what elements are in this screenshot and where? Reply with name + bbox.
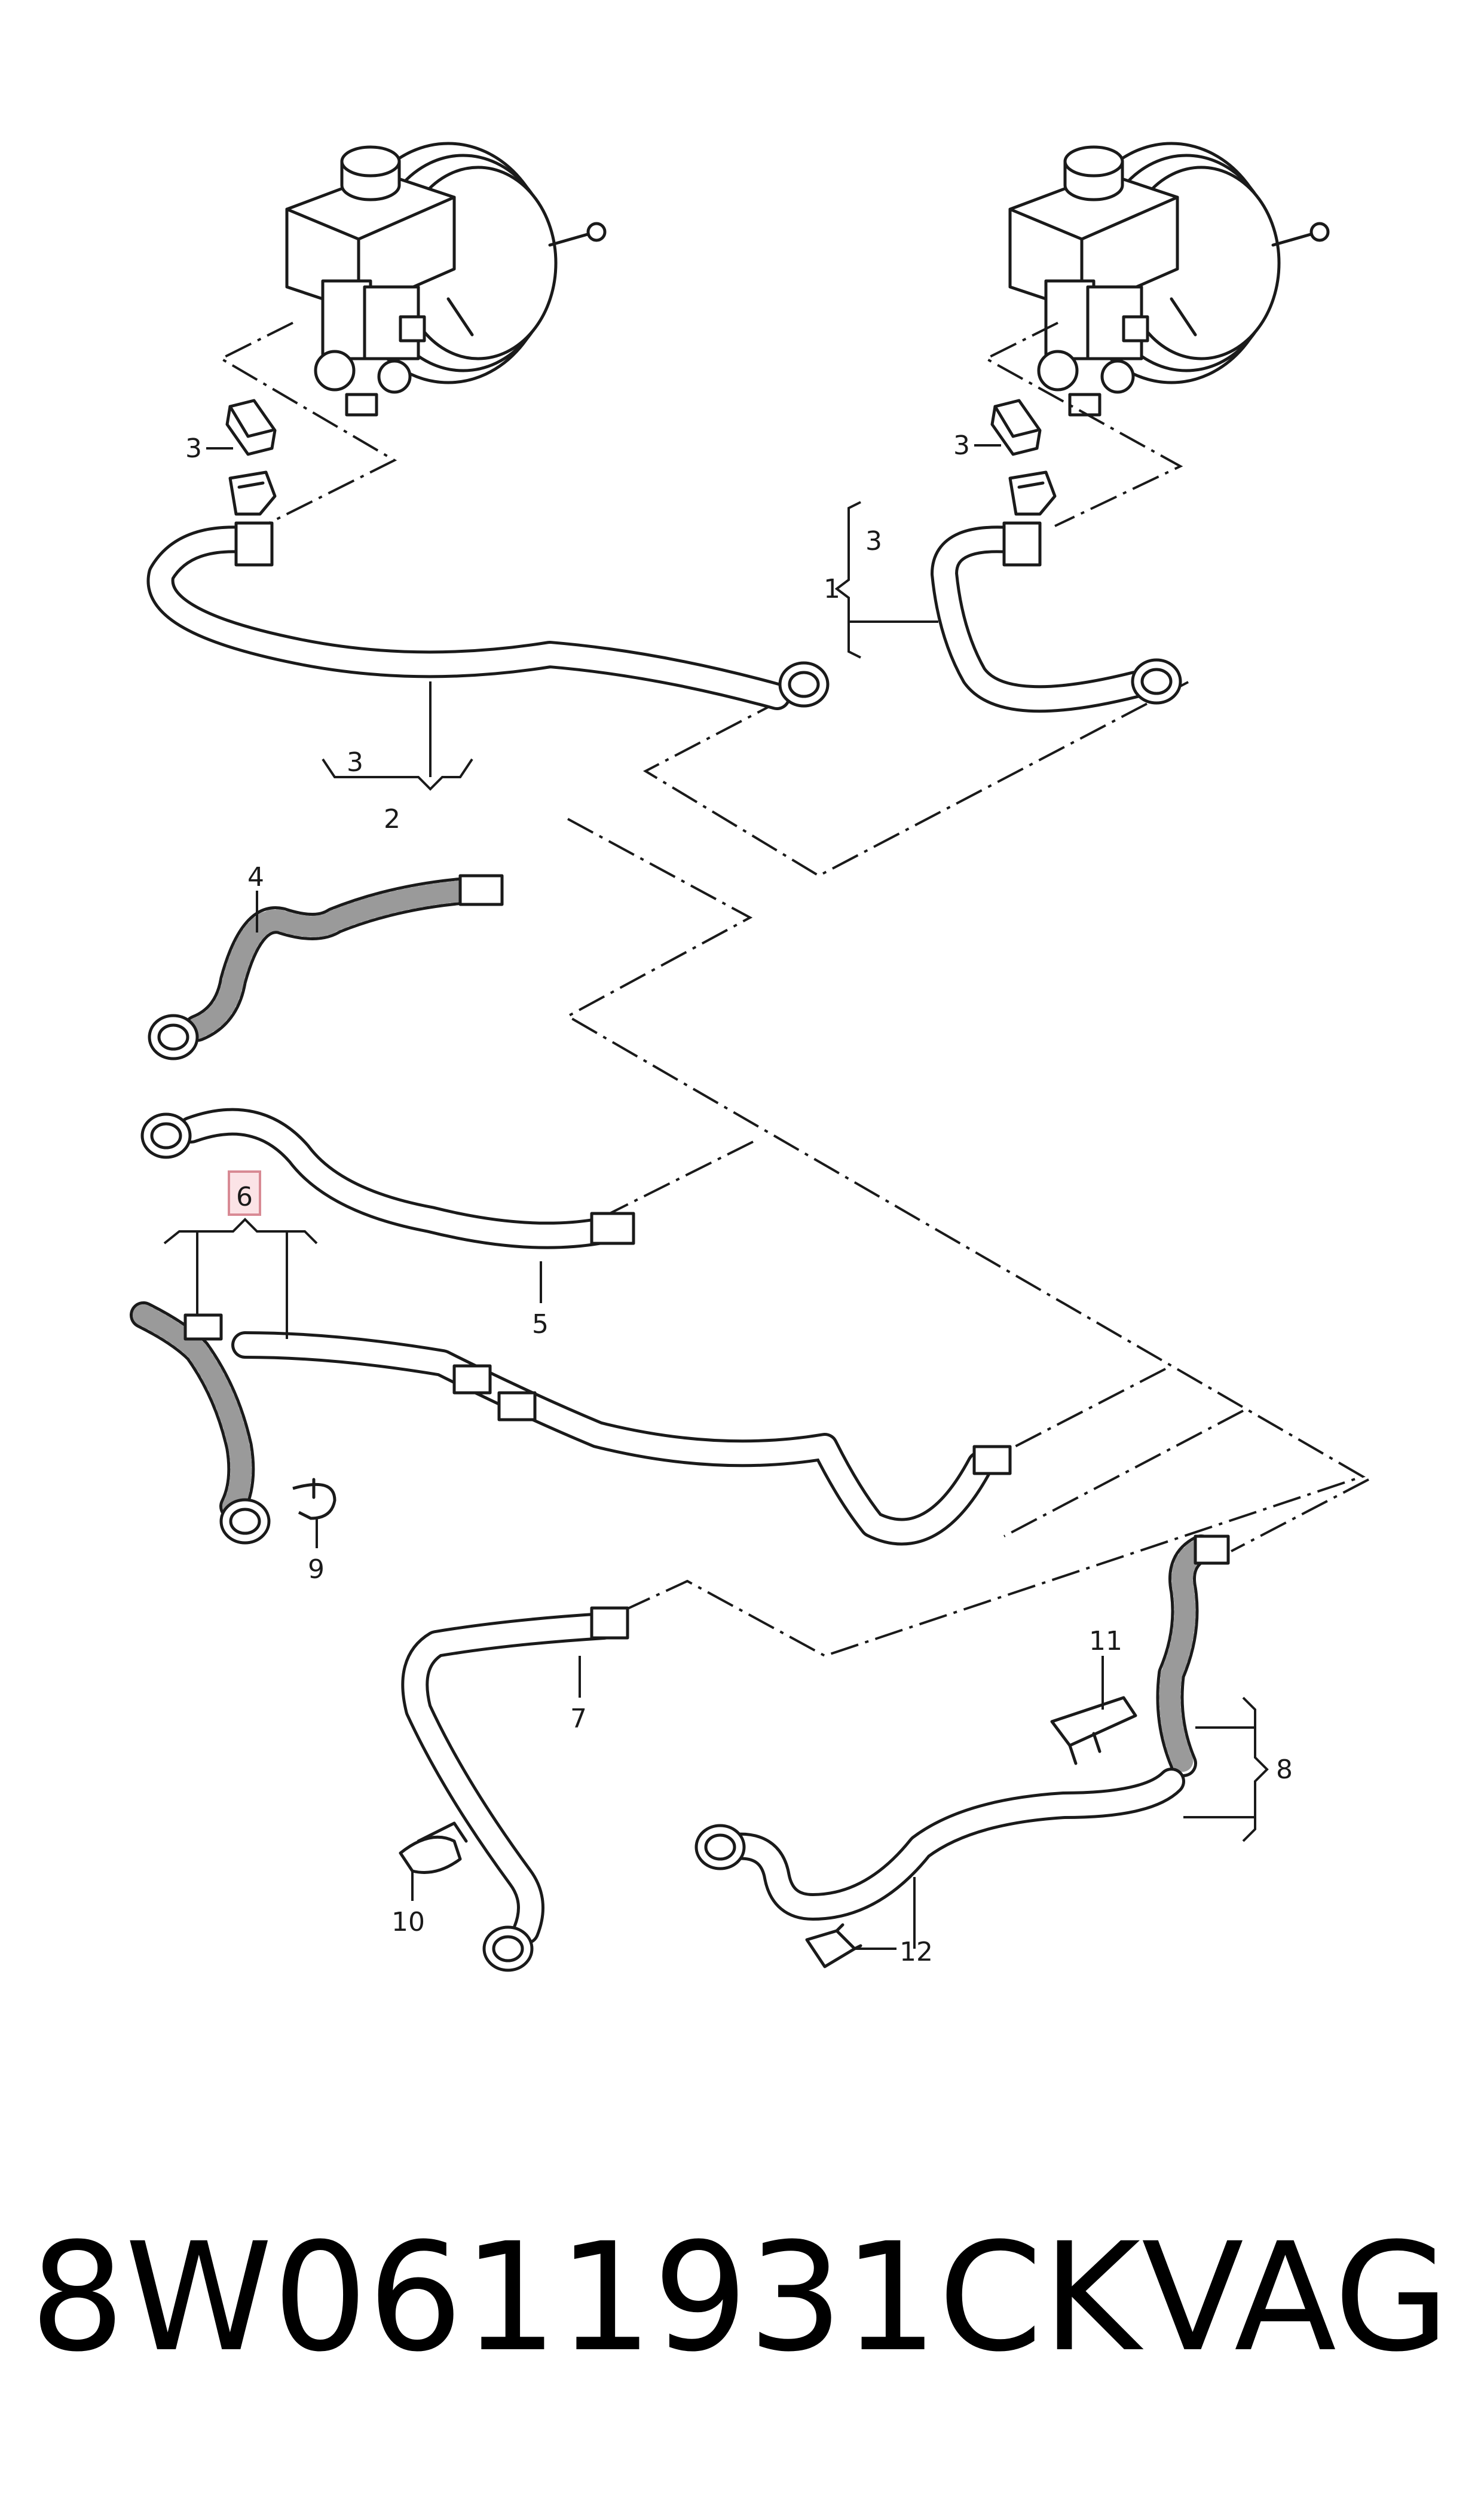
callout-11: 11 — [1089, 1626, 1122, 1656]
brake-booster-right — [1010, 143, 1328, 415]
sensor-part-3-left — [227, 401, 275, 454]
callout-2: 2 — [384, 804, 400, 834]
bracket-part-11 — [1050, 1696, 1137, 1765]
hose-1 — [931, 472, 1180, 713]
highlight-box-6 — [228, 1170, 261, 1216]
callout-1: 1 — [824, 574, 840, 604]
brake-booster-left — [287, 143, 605, 415]
callout-9: 9 — [308, 1554, 325, 1585]
leader-lines — [163, 444, 1269, 1950]
hose-5 — [142, 1108, 635, 1249]
callout-3-left: 3 — [185, 433, 202, 464]
clip-part-12 — [805, 1923, 862, 1968]
hose-2 — [146, 472, 828, 710]
hose-6 — [130, 1301, 1012, 1546]
clip-part-10 — [399, 1821, 468, 1874]
part-number: 8W0611931CK — [30, 2211, 1144, 2384]
brand-label: VAG — [1142, 2211, 1449, 2384]
callout-3-bracket-right: 3 — [865, 526, 882, 557]
callout-3-bracket-left: 3 — [347, 747, 363, 778]
callout-7: 7 — [570, 1704, 587, 1734]
hose-4 — [149, 874, 504, 1059]
clip-part-9 — [292, 1478, 336, 1520]
callout-5: 5 — [532, 1309, 549, 1340]
callout-6: 6 — [236, 1182, 253, 1212]
callout-3-right: 3 — [953, 430, 970, 461]
hose-8 — [696, 1534, 1230, 1921]
callout-8: 8 — [1276, 1754, 1293, 1785]
hose-7 — [401, 1606, 629, 1970]
reference-lines — [218, 322, 1369, 1658]
callout-4: 4 — [247, 862, 264, 892]
callout-12: 12 — [899, 1937, 933, 1967]
callout-10: 10 — [391, 1907, 425, 1937]
